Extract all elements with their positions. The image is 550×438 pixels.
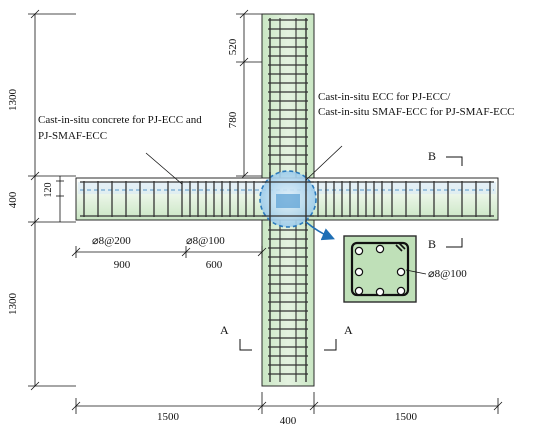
right-annotation-line1: Cast-in-situ ECC for PJ-ECC/ — [318, 91, 451, 103]
dim-left-bottom: 1300 — [7, 293, 19, 316]
dim-left-beam-depth: 120 — [43, 183, 54, 198]
dim-beam-900: 900 — [114, 259, 131, 271]
section-mark-a-left: A — [220, 323, 229, 337]
dim-column-520: 520 — [227, 38, 239, 55]
left-dimension-chain — [28, 9, 76, 391]
section-marks — [239, 156, 463, 351]
dim-left-top: 1300 — [7, 89, 19, 112]
right-annotation-leader — [305, 145, 343, 181]
joint-to-section-arrow — [305, 221, 335, 241]
bottom-dimension-chain — [71, 392, 503, 414]
dim-bottom-left: 1500 — [157, 411, 180, 423]
dim-column-780: 780 — [227, 111, 239, 128]
left-annotation-line1: Cast-in-situ concrete for PJ-ECC and — [38, 114, 202, 126]
dim-bottom-mid: 400 — [280, 415, 297, 427]
joint-region — [259, 170, 317, 228]
column-top-dimensions — [236, 9, 262, 181]
beam-stirrup-label-100: ⌀8@100 — [186, 235, 225, 247]
section-stirrup-leader — [405, 269, 427, 275]
right-annotation-line2: Cast-in-situ SMAF-ECC for PJ-SMAF-ECC — [318, 106, 515, 118]
section-mark-b-top: B — [428, 149, 436, 163]
cross-section — [343, 235, 417, 303]
section-mark-b-bottom: B — [428, 237, 436, 251]
beam-dimension-line — [71, 246, 267, 258]
left-annotation-leader — [145, 152, 183, 185]
dim-left-mid: 400 — [7, 191, 19, 208]
section-stirrup-label: ⌀8@100 — [428, 268, 467, 280]
beam-stirrup-label-200: ⌀8@200 — [92, 235, 131, 247]
column-stirrups — [268, 19, 308, 375]
dim-bottom-right: 1500 — [395, 411, 418, 423]
beam-stirrups — [83, 181, 491, 217]
left-annotation-line2: PJ-SMAF-ECC — [38, 130, 107, 142]
dim-beam-600: 600 — [206, 259, 223, 271]
section-mark-a-right: A — [344, 323, 353, 337]
